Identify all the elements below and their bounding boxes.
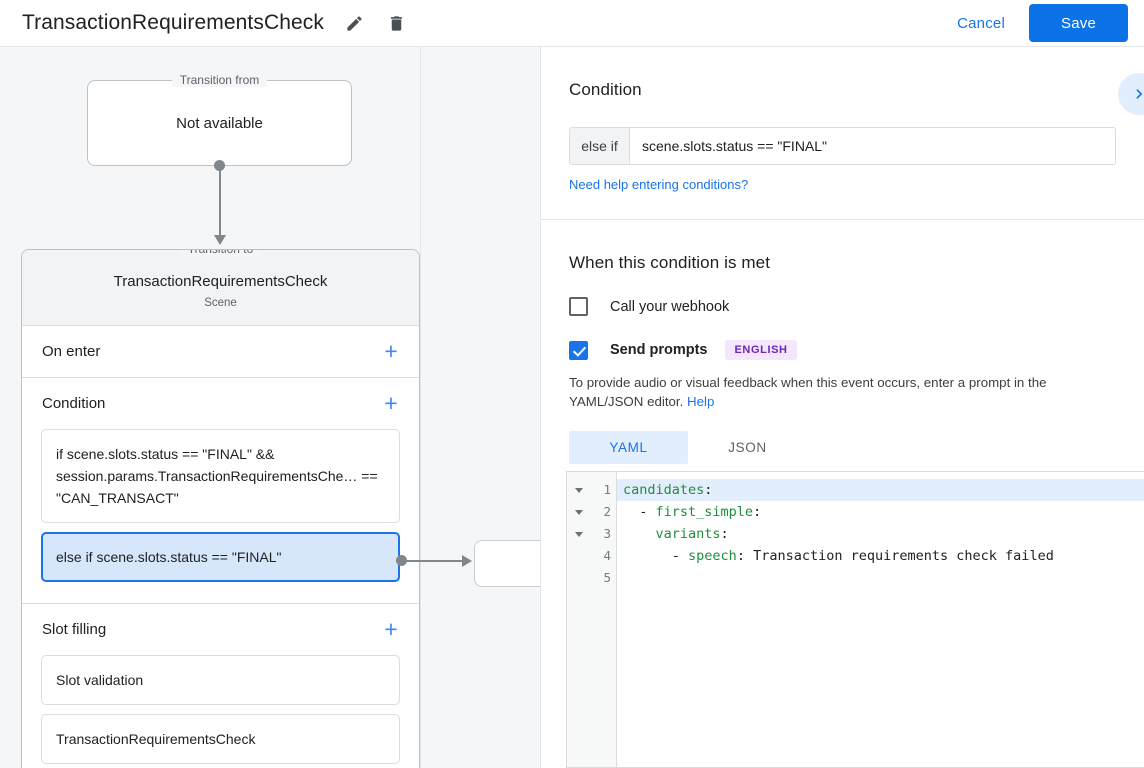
line-number: 1 xyxy=(603,482,611,497)
pencil-icon[interactable] xyxy=(342,11,366,35)
transition-from-value: Not available xyxy=(176,114,263,132)
send-prompts-label: Send prompts xyxy=(610,342,708,358)
editor-line-numbers: 1 2 3 4 5 xyxy=(591,472,617,767)
section-on-enter: On enter + xyxy=(22,326,419,378)
code-key: candidates xyxy=(623,482,705,498)
code-colon: : xyxy=(720,526,729,542)
panel-when-met-heading: When this condition is met xyxy=(569,253,771,272)
code-line[interactable]: - speech: Transaction requirements check… xyxy=(617,545,1144,567)
panel-condition-heading: Condition xyxy=(569,80,642,99)
code-key: speech xyxy=(688,548,737,564)
code-line[interactable]: variants: xyxy=(617,523,1144,545)
code-dash: - xyxy=(639,504,656,520)
language-badge: ENGLISH xyxy=(725,340,797,360)
chevron-down-icon xyxy=(575,509,583,515)
code-colon: : xyxy=(736,548,745,564)
section-slot-filling: Slot filling + Slot validation Transacti… xyxy=(22,604,419,768)
save-button[interactable]: Save xyxy=(1029,4,1128,42)
editor-format-tabs: YAML JSON xyxy=(569,431,1116,464)
send-prompts-description: To provide audio or visual feedback when… xyxy=(569,373,1116,411)
editor-fold-column xyxy=(567,472,591,767)
scene-name: TransactionRequirementsCheck xyxy=(113,273,328,290)
graph-grid-line xyxy=(420,47,421,768)
tab-json[interactable]: JSON xyxy=(728,440,767,455)
section-header-slot-filling: Slot filling + xyxy=(22,604,419,655)
add-condition-button[interactable]: + xyxy=(384,390,398,416)
code-line[interactable]: - first_simple: xyxy=(617,501,1144,523)
condition-prefix-label: else if xyxy=(570,128,630,164)
panel-when-met-section: When this condition is met Call your web… xyxy=(541,220,1144,464)
call-webhook-checkbox[interactable] xyxy=(569,297,588,316)
call-webhook-label: Call your webhook xyxy=(610,298,730,315)
code-key: first_simple xyxy=(655,504,754,520)
graph-inner: Transition from Not available Transition… xyxy=(0,47,540,768)
code-indent xyxy=(623,504,639,520)
fold-toggle[interactable] xyxy=(567,479,591,501)
code-line[interactable]: candidates: xyxy=(617,479,1144,501)
chevron-down-icon xyxy=(575,531,583,537)
yaml-editor[interactable]: 1 2 3 4 5 candidates: - first_simple: va… xyxy=(566,471,1144,768)
top-bar: TransactionRequirementsCheck Cancel Save xyxy=(0,0,1144,47)
transition-from-card[interactable]: Transition from Not available xyxy=(87,73,352,166)
condition-item[interactable]: if scene.slots.status == "FINAL" && sess… xyxy=(41,429,400,523)
edge-horizontal-line xyxy=(402,560,466,562)
code-colon: : xyxy=(753,504,762,520)
webhook-row[interactable]: Call your webhook xyxy=(569,297,1116,316)
edge-vertical-line xyxy=(219,165,221,241)
transition-from-legend: Transition from xyxy=(171,73,268,87)
section-title-slot-filling: Slot filling xyxy=(42,621,107,638)
line-number: 3 xyxy=(603,526,611,541)
transition-to-legend: Transition to xyxy=(179,250,262,256)
add-on-enter-button[interactable]: + xyxy=(384,338,398,364)
fold-toggle[interactable] xyxy=(567,501,591,523)
tab-yaml[interactable]: YAML xyxy=(569,431,688,464)
line-number: 4 xyxy=(603,548,611,563)
code-colon: : xyxy=(704,482,713,498)
page-title: TransactionRequirementsCheck xyxy=(22,11,324,34)
scene-type: Scene xyxy=(204,297,237,309)
send-prompts-description-text: To provide audio or visual feedback when… xyxy=(569,375,1047,409)
edge-arrow-right xyxy=(462,554,472,567)
code-indent xyxy=(623,548,672,564)
editor-code-area[interactable]: candidates: - first_simple: variants: - … xyxy=(617,472,1144,767)
code-line[interactable] xyxy=(617,567,1144,589)
transition-to-card[interactable]: Transition to TransactionRequirementsChe… xyxy=(21,249,420,768)
edge-out-dot xyxy=(396,555,407,566)
target-node-partial[interactable] xyxy=(474,540,540,587)
send-prompts-help-link[interactable]: Help xyxy=(687,394,715,409)
slot-filling-item[interactable]: TransactionRequirementsCheck xyxy=(41,714,400,764)
section-condition: Condition + if scene.slots.status == "FI… xyxy=(22,378,419,604)
code-indent xyxy=(623,526,656,542)
slot-filling-item[interactable]: Slot validation xyxy=(41,655,400,705)
panel-divider xyxy=(541,219,1144,220)
send-prompts-checkbox[interactable] xyxy=(569,340,588,360)
edge-arrow-down xyxy=(213,235,226,245)
condition-input-row[interactable]: else if xyxy=(569,127,1116,165)
fold-toggle-empty xyxy=(567,567,591,589)
fold-toggle-empty xyxy=(567,545,591,567)
condition-help-link[interactable]: Need help entering conditions? xyxy=(569,177,749,192)
condition-item-selected[interactable]: else if scene.slots.status == "FINAL" xyxy=(41,532,400,582)
line-number: 2 xyxy=(603,504,611,519)
scene-header: TransactionRequirementsCheck Scene xyxy=(22,250,419,326)
cancel-button[interactable]: Cancel xyxy=(947,7,1015,40)
add-slot-filling-button[interactable]: + xyxy=(384,616,398,642)
fold-toggle[interactable] xyxy=(567,523,591,545)
send-prompts-row[interactable]: Send prompts ENGLISH xyxy=(569,340,1116,360)
line-number: 5 xyxy=(603,570,611,585)
section-header-on-enter: On enter + xyxy=(22,326,419,377)
section-header-condition: Condition + xyxy=(22,378,419,429)
code-value: Transaction requirements check failed xyxy=(744,548,1054,564)
condition-input[interactable] xyxy=(630,128,1115,164)
code-key: variants xyxy=(655,526,721,542)
code-dash: - xyxy=(671,548,689,564)
flow-graph-canvas[interactable]: Transition from Not available Transition… xyxy=(0,47,540,768)
section-title-on-enter: On enter xyxy=(42,343,101,360)
section-title-condition: Condition xyxy=(42,395,106,412)
chevron-down-icon xyxy=(575,487,583,493)
panel-condition-section: Condition else if Need help entering con… xyxy=(541,47,1144,194)
trash-icon[interactable] xyxy=(384,11,408,35)
